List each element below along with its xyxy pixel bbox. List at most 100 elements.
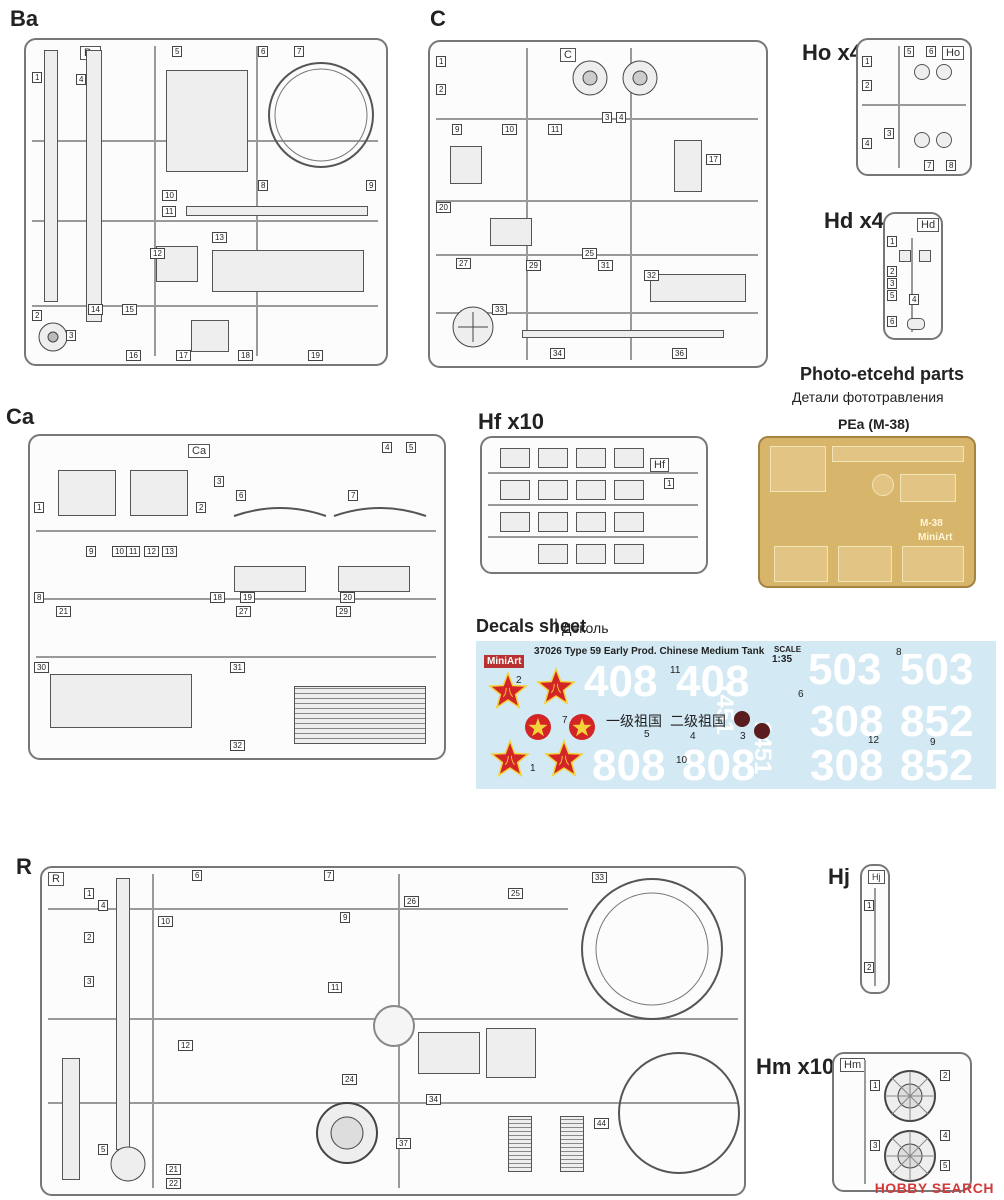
part-number: 2 bbox=[864, 962, 875, 973]
part-number: 1 bbox=[34, 502, 45, 513]
part-number: 3 bbox=[602, 112, 613, 123]
part-number: 20 bbox=[436, 202, 451, 213]
part-number: 26 bbox=[404, 896, 419, 907]
runner bbox=[488, 504, 698, 506]
pe-grille bbox=[838, 546, 892, 582]
sprue-hf-tag: Hf bbox=[650, 458, 669, 472]
sprue-hd: Hd 1 2 3 4 5 6 bbox=[883, 212, 943, 340]
decal-number: 808 bbox=[682, 741, 756, 790]
part-number: 1 bbox=[864, 900, 875, 911]
star-decal: 八 bbox=[487, 670, 529, 716]
part-number: 1 bbox=[84, 888, 95, 899]
decal-number: 503 bbox=[808, 645, 882, 694]
decal-callout: 4 bbox=[690, 731, 696, 742]
sprue-junction bbox=[373, 1005, 415, 1047]
part-number: 22 bbox=[166, 1178, 181, 1189]
decal-brand: MiniArt bbox=[484, 655, 525, 668]
decal-kit-title: 37026 Type 59 Early Prod. Chinese Medium… bbox=[534, 646, 765, 657]
watermark: HOBBY SEARCH bbox=[874, 1180, 994, 1196]
sprue-ho-tag: Ho bbox=[942, 46, 965, 60]
decal-hanzi: 一级祖国 bbox=[606, 714, 662, 730]
part-number: 13 bbox=[162, 546, 177, 557]
decals-divider: | bbox=[554, 617, 559, 634]
sprue-hj-label: Hj bbox=[828, 864, 850, 889]
runner bbox=[526, 48, 528, 360]
part-number: 11 bbox=[548, 124, 563, 135]
sprue-ho-label: Ho x4 bbox=[802, 40, 862, 65]
sprue-ba: Ba 1 2 3 4 5 6 7 8 9 10 11 12 13 14 15 1… bbox=[24, 38, 388, 366]
runner bbox=[32, 220, 378, 222]
part-number: 1 bbox=[664, 478, 675, 489]
decal-number: 808 bbox=[592, 741, 666, 790]
part-number: 1 bbox=[887, 236, 898, 247]
part-number: 7 bbox=[294, 46, 305, 57]
hatch-part bbox=[452, 306, 494, 348]
part-number: 10 bbox=[502, 124, 517, 135]
pe-detail bbox=[872, 474, 894, 496]
track-link-part bbox=[500, 480, 530, 500]
road-wheel-part bbox=[884, 1130, 936, 1182]
part-number: 34 bbox=[426, 1094, 441, 1105]
runner bbox=[154, 46, 156, 356]
track-link-part bbox=[538, 512, 568, 532]
decal-callout: 10 bbox=[676, 755, 688, 766]
part-number: 12 bbox=[150, 248, 165, 259]
part-number: 4 bbox=[382, 442, 393, 453]
part-number: 10 bbox=[158, 916, 173, 927]
part-number: 2 bbox=[862, 80, 873, 91]
wheel-part bbox=[38, 322, 68, 352]
decals-title: Decals sheet bbox=[476, 616, 587, 636]
turret-ring-part bbox=[268, 62, 374, 168]
part-number: 3 bbox=[214, 476, 225, 487]
sprue-hj: Hj 1 2 bbox=[860, 864, 890, 994]
sprue-ca-tag: Ca bbox=[188, 444, 211, 458]
rail-part bbox=[186, 206, 368, 216]
sprue-r-label: R bbox=[16, 854, 32, 879]
sprue-hm-label: Hm x10 bbox=[756, 1054, 835, 1079]
part-number: 3 bbox=[887, 278, 898, 289]
part-number: 19 bbox=[240, 592, 255, 603]
photo-etch-subtitle: Детали фототравления bbox=[792, 389, 944, 405]
bracket-part bbox=[936, 132, 952, 148]
box-part bbox=[191, 320, 229, 352]
runner bbox=[32, 305, 378, 307]
part-number: 21 bbox=[166, 1164, 181, 1175]
pe-strip bbox=[770, 446, 826, 492]
sprue-c: C 1 2 3 4 9 10 11 17 20 25 27 29 31 32 3… bbox=[428, 40, 768, 368]
sprue-hf-label: Hf x10 bbox=[478, 409, 545, 434]
part-number: 5 bbox=[887, 290, 898, 301]
part-number: 9 bbox=[366, 180, 377, 191]
sprue-ho: Ho 1 2 3 4 5 6 7 8 bbox=[856, 38, 972, 176]
runner bbox=[436, 254, 758, 256]
decal-sheet: MiniArt 37026 Type 59 Early Prod. Chines… bbox=[476, 641, 996, 790]
part-number: 1 bbox=[862, 56, 873, 67]
star-character: 八 bbox=[559, 754, 570, 767]
part-number: 18 bbox=[238, 350, 253, 361]
barrel-part bbox=[44, 50, 58, 302]
bracket-part bbox=[936, 64, 952, 80]
star-decal bbox=[568, 713, 608, 758]
part-number: 25 bbox=[582, 248, 597, 259]
sprue-ca: Ca 1 2 3 4 5 6 7 8 9 10 11 12 13 18 19 2… bbox=[28, 434, 446, 760]
pe-grille bbox=[902, 546, 964, 582]
part-number: 36 bbox=[672, 348, 687, 359]
decal-scale-value: 1:35 bbox=[772, 654, 793, 665]
part-number: 5 bbox=[98, 1144, 109, 1155]
part-number: 27 bbox=[236, 606, 251, 617]
part-number: 21 bbox=[56, 606, 71, 617]
runner bbox=[36, 530, 436, 532]
decal-shield bbox=[754, 723, 770, 739]
pe-brand-mark: MiniArt bbox=[918, 532, 953, 543]
part-number: 4 bbox=[940, 1130, 951, 1141]
track-link-part bbox=[614, 544, 644, 564]
part-number: 3 bbox=[870, 1140, 881, 1151]
barrel-part bbox=[116, 878, 130, 1150]
part-number: 19 bbox=[308, 350, 323, 361]
part-number: 24 bbox=[342, 1074, 357, 1085]
decal-number: 308 bbox=[810, 697, 884, 746]
part-number: 6 bbox=[887, 316, 898, 327]
part-number: 8 bbox=[946, 160, 957, 171]
part-number: 6 bbox=[926, 46, 937, 57]
wheel-part bbox=[622, 60, 658, 96]
star-icon: 八 bbox=[543, 738, 585, 778]
